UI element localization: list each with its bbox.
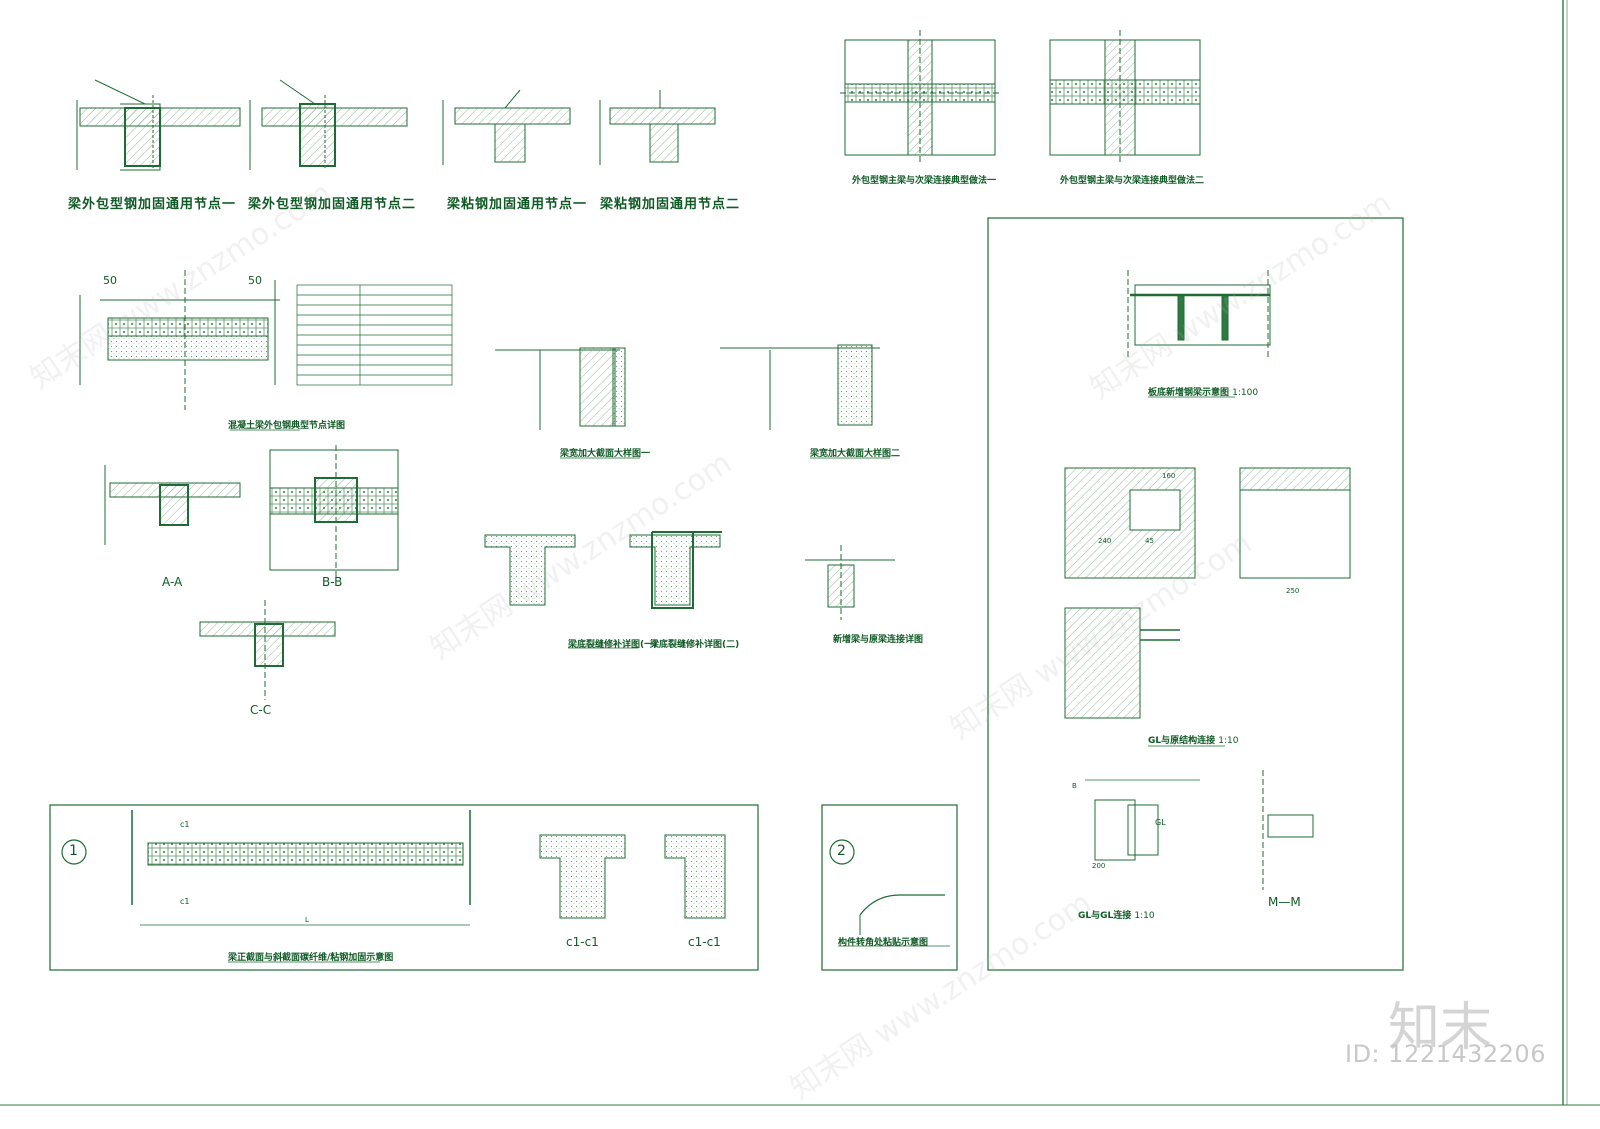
bottom-panel-2 xyxy=(821,804,958,971)
label-section-cc: C-C xyxy=(250,703,272,717)
dim-160: 160 xyxy=(1162,472,1176,480)
label-b: B xyxy=(1072,782,1077,790)
caption-gl-gl: GL与GL连接 1:10 xyxy=(1078,908,1155,921)
new-beam-connection xyxy=(805,545,895,620)
caption-section-enlarge-2: 梁宽加大截面大样图二 xyxy=(810,449,901,459)
caption-crack-repair-1: 梁底裂缝修补详图(一) xyxy=(568,640,658,650)
spec-table xyxy=(296,284,453,386)
label-section-aa: A-A xyxy=(162,575,183,589)
caption-gl-structure: GL与原结构连接 1:10 xyxy=(1148,733,1238,746)
caption-crack-repair-2: 梁底裂缝修补详图(二) xyxy=(650,640,740,650)
caption-beam-encase-node-2: 梁外包型钢加固通用节点二 xyxy=(248,197,417,212)
caption-slab-steel-beam-scale: 1:100 xyxy=(1232,388,1259,398)
node-detail-4 xyxy=(599,90,716,165)
caption-slab-steel-beam: 板底新增钢梁示意图 1:100 xyxy=(1148,385,1258,398)
section-aa xyxy=(104,465,241,545)
caption-new-beam-connection: 新增梁与原梁连接详图 xyxy=(833,635,924,645)
section-cc xyxy=(199,600,336,700)
dim-200: 200 xyxy=(1092,862,1106,870)
crack-repair-1 xyxy=(484,534,576,606)
label-section-mm: M—M xyxy=(1268,895,1301,909)
caption-connection-1: 外包型钢主梁与次梁连接典型做法一 xyxy=(852,176,997,186)
dim-50-right: 50 xyxy=(248,274,262,287)
dim-250: 250 xyxy=(1286,587,1300,595)
caption-connection-2: 外包型钢主梁与次梁连接典型做法二 xyxy=(1060,176,1205,186)
right-panel xyxy=(987,217,1404,971)
caption-beam-encase-detail: 混凝土梁外包钢典型节点详图 xyxy=(228,421,346,431)
bottom-panel-1 xyxy=(49,804,759,971)
beam-encase-detail xyxy=(79,270,280,410)
label-gl: GL xyxy=(1155,818,1166,827)
circle-number-1: 1 xyxy=(69,843,78,859)
label-c1-bottom: c1 xyxy=(180,897,190,906)
caption-gl-gl-text: GL与GL连接 xyxy=(1078,911,1132,921)
connection-typical-1 xyxy=(840,30,1000,165)
connection-typical-2 xyxy=(1049,30,1201,165)
dim-240: 240 xyxy=(1098,537,1112,545)
watermark-id: ID: 1221432206 xyxy=(1345,1040,1546,1068)
caption-gl-structure-scale: 1:10 xyxy=(1218,736,1239,746)
dim-50-left: 50 xyxy=(103,274,117,287)
node-detail-1 xyxy=(76,79,241,171)
crack-repair-2 xyxy=(629,531,722,609)
caption-section-enlarge-1: 梁宽加大截面大样图一 xyxy=(560,449,651,459)
caption-gl-gl-scale: 1:10 xyxy=(1134,911,1155,921)
caption-corner-bond: 构件转角处粘贴示意图 xyxy=(838,938,929,948)
dim-45: 45 xyxy=(1145,537,1154,545)
caption-slab-steel-beam-text: 板底新增钢梁示意图 xyxy=(1148,388,1230,398)
sheet-border xyxy=(0,0,1600,1106)
watermark-logo: 知末 xyxy=(1388,998,1493,1058)
label-section-bb: B-B xyxy=(322,575,343,589)
caption-beam-bonded-node-1: 梁粘钢加固通用节点一 xyxy=(447,197,588,212)
section-enlarge-2 xyxy=(720,344,880,430)
caption-underlines xyxy=(228,396,1235,963)
label-c1-top: c1 xyxy=(180,820,190,829)
label-section-c1-2: c1-c1 xyxy=(688,935,721,949)
dim-l: L xyxy=(305,916,309,924)
caption-carbon-fiber: 梁正截面与斜截面碳纤维/粘钢加固示意图 xyxy=(228,953,394,963)
caption-beam-encase-node-1: 梁外包型钢加固通用节点一 xyxy=(68,197,237,212)
caption-gl-structure-text: GL与原结构连接 xyxy=(1148,736,1216,746)
node-detail-3 xyxy=(442,89,571,165)
node-detail-2 xyxy=(249,79,408,170)
caption-beam-bonded-node-2: 梁粘钢加固通用节点二 xyxy=(600,197,741,212)
label-section-c1-1: c1-c1 xyxy=(566,935,599,949)
circle-number-2: 2 xyxy=(837,843,846,859)
section-bb xyxy=(269,445,399,580)
section-enlarge-1 xyxy=(495,347,626,430)
